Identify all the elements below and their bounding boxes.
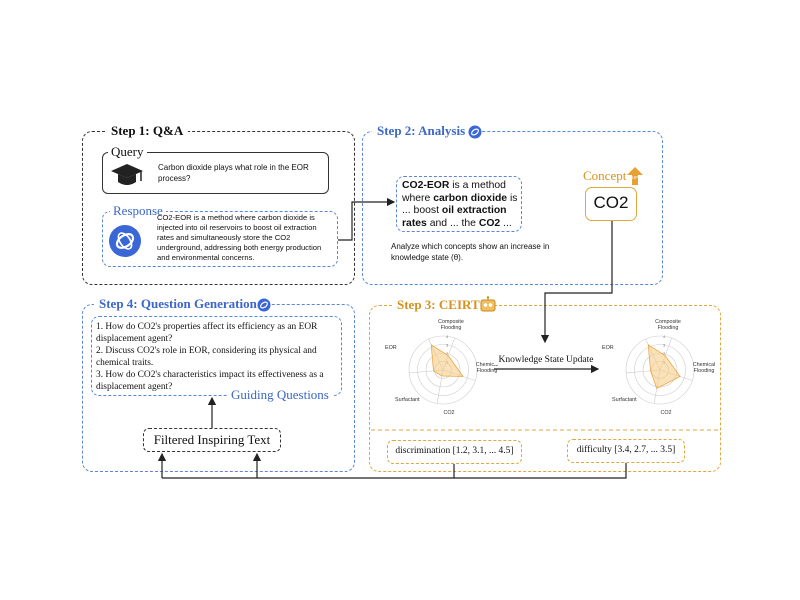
radar-area xyxy=(430,343,464,377)
guiding-questions-label: Guiding Questions xyxy=(228,387,332,403)
analysis-text-box xyxy=(396,176,522,232)
radar-tick-label: 2 xyxy=(446,351,449,356)
radar-chart-before: 1234CompositeFloodingChemicalFloodingCO2… xyxy=(385,319,498,416)
radar-axis-label: Flooding xyxy=(441,325,462,331)
questions-list: 1. How do CO2's properties affect its ef… xyxy=(96,321,340,393)
step1-title: Step 1: Q&A xyxy=(106,123,189,139)
radar-tick-label: 4 xyxy=(663,334,666,339)
concept-box xyxy=(585,187,637,221)
difficulty-text: difficulty [3.4, 2.7, ... 3.5] xyxy=(576,445,676,455)
concept-value: CO2 xyxy=(593,193,629,212)
filtered-text-label: Filtered Inspiring Text xyxy=(153,432,271,447)
question-item: 1. How do CO2's properties affect its ef… xyxy=(96,322,318,344)
response-box xyxy=(102,211,338,267)
response-label: Response xyxy=(110,203,166,219)
llm-logo-icon xyxy=(108,224,142,258)
guiding-questions-box xyxy=(91,316,342,396)
robot-icon xyxy=(479,296,497,312)
bottom-feedback-line-2 xyxy=(454,463,627,479)
step4-logo-icon xyxy=(257,298,271,312)
analysis-text-part: ... xyxy=(500,217,512,229)
query-label: Query xyxy=(108,144,147,160)
radar-axis-label: EOR xyxy=(602,345,614,351)
discrimination-text: discrimination [1.2, 3.1, ... 4.5] xyxy=(395,446,514,456)
analysis-term-oil-extraction: oil extraction rates xyxy=(402,205,507,229)
radar-axis-label: Surfactant xyxy=(612,397,637,403)
analysis-term-co2: CO2 xyxy=(478,217,501,229)
radar-axis-label: EOR xyxy=(385,345,397,351)
radar-tick-label: 3 xyxy=(446,343,449,348)
discrimination-box xyxy=(387,440,522,464)
radar-axis-label: Chemical xyxy=(476,362,498,368)
radar-axis-label: CO2 xyxy=(660,410,671,416)
arrow-response-to-analysis xyxy=(338,197,396,241)
concept-label: Concept xyxy=(580,168,630,184)
step3-title: Step 3: CEIRT xyxy=(392,297,485,313)
radar-grid-ring xyxy=(408,335,478,405)
step1-panel xyxy=(82,131,355,285)
analysis-text-part: is a method where xyxy=(402,180,506,204)
radar-axis-label: Composite xyxy=(438,319,464,325)
radar-grid-ring xyxy=(625,335,695,405)
radar-axis-label: Flooding xyxy=(694,368,715,374)
radar-axis-label: CO2 xyxy=(443,410,454,416)
arrow-concept-to-ceirt xyxy=(540,221,613,344)
bottom-feedback-line xyxy=(162,464,455,479)
difficulty-box xyxy=(567,439,685,463)
analysis-term-carbon-dioxide: carbon dioxide xyxy=(433,192,508,204)
response-text: CO2-EOR is a method where carbon dioxide… xyxy=(157,213,322,262)
radar-axis-label: Surfactant xyxy=(395,397,420,403)
radar-tick-label: 4 xyxy=(446,334,449,339)
radar-axis-label: Composite xyxy=(655,319,681,325)
query-text: Carbon dioxide plays what role in the EO… xyxy=(158,163,309,183)
up-arrow-icon: UP xyxy=(626,166,644,186)
radar-axis-label: Chemical xyxy=(693,362,715,368)
graduation-cap-icon xyxy=(110,161,144,189)
analysis-text-part: is ... boost xyxy=(402,192,518,217)
analysis-text: CO2-EOR is a method where carbon dioxide… xyxy=(402,180,520,230)
knowledge-update-label: Knowledge State Update xyxy=(494,355,598,365)
radar-grid-ring xyxy=(634,344,686,396)
question-item: 2. Discuss CO2's role in EOR, considerin… xyxy=(96,346,317,368)
step2-panel xyxy=(362,131,663,285)
analysis-text-part: and ... the xyxy=(426,217,479,229)
radar-axis-label: Flooding xyxy=(477,368,498,374)
radar-axis-label: Flooding xyxy=(658,325,679,331)
step2-logo-icon xyxy=(468,125,482,139)
step2-title: Step 2: Analysis xyxy=(372,123,471,139)
analyze-instruction: Analyze which concepts show an increase … xyxy=(391,242,550,262)
up-badge-text: UP xyxy=(632,175,638,180)
radar-tick-label: 3 xyxy=(663,343,666,348)
radar-chart-after: 1234CompositeFloodingChemicalFloodingCO2… xyxy=(602,319,715,416)
step3-divider xyxy=(371,429,719,431)
step4-title: Step 4: Question Generation xyxy=(94,296,262,312)
analysis-term-co2eor: CO2-EOR xyxy=(402,180,450,191)
question-item: 3. How do CO2's characteristics impact i… xyxy=(96,370,324,392)
filtered-text-box xyxy=(143,428,281,452)
radar-tick-label: 2 xyxy=(663,351,666,356)
radar-grid-ring xyxy=(417,344,469,396)
radar-area xyxy=(647,343,681,389)
